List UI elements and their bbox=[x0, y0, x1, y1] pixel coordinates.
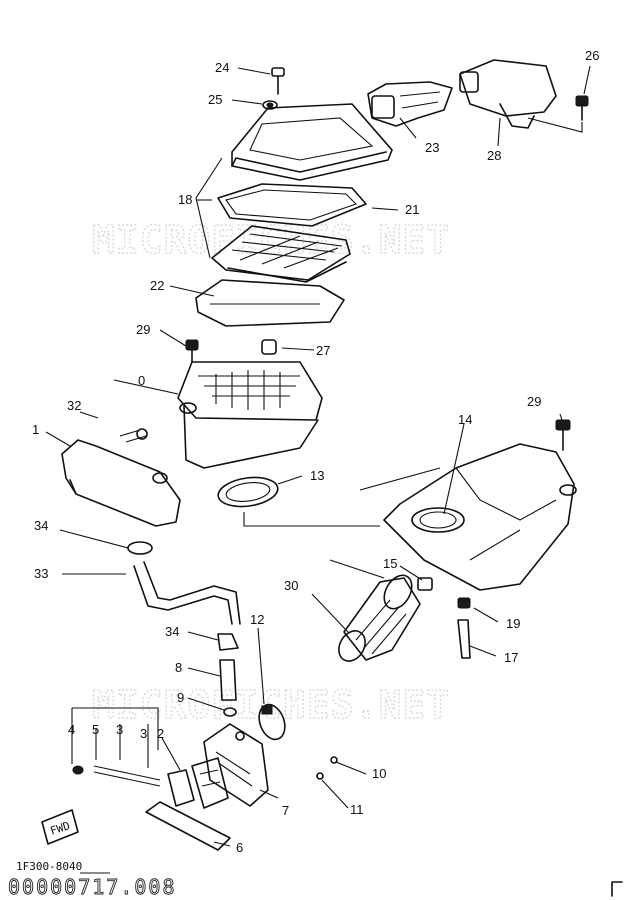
part-23-joint bbox=[367, 81, 453, 127]
part-code: 1F300-8040 bbox=[16, 860, 82, 873]
callout-23: 23 bbox=[425, 140, 439, 155]
part-30-carburetor-joint bbox=[338, 574, 421, 662]
part-21-seal bbox=[217, 183, 367, 227]
callout-1: 1 bbox=[32, 422, 39, 437]
part-8-pipe bbox=[219, 659, 237, 701]
part-27-grommet bbox=[261, 339, 277, 355]
callout-27: 27 bbox=[316, 343, 330, 358]
part-26-bolt bbox=[575, 95, 589, 121]
callout-33: 33 bbox=[34, 566, 48, 581]
callout-25: 25 bbox=[208, 92, 222, 107]
callout-9: 9 bbox=[177, 690, 184, 705]
callout-4: 4 bbox=[68, 722, 75, 737]
callout-12: 12 bbox=[250, 612, 264, 627]
callout-7: 7 bbox=[282, 803, 289, 818]
watermark-top: MICROFICHES.NET bbox=[92, 218, 450, 262]
part-9-clip bbox=[223, 707, 237, 717]
part-28-intake-duct bbox=[459, 59, 557, 129]
part-15-nut bbox=[417, 577, 433, 591]
part-6-gasket bbox=[145, 801, 231, 851]
callout-32: 32 bbox=[67, 398, 81, 413]
part-17-drain-hose bbox=[457, 619, 471, 659]
part-1-sub-tank bbox=[61, 428, 181, 527]
part-13-joint-band bbox=[217, 476, 279, 508]
callout-24: 24 bbox=[215, 60, 229, 75]
air-cleaner-case bbox=[177, 361, 323, 469]
part-4-screw bbox=[72, 765, 161, 787]
air-cleaner-cap bbox=[231, 103, 393, 181]
fwd-label: FWD bbox=[49, 819, 72, 838]
callout-labels: 24 25 23 26 28 18 21 22 29 27 0 32 1 14 … bbox=[32, 48, 599, 855]
part-19-collar bbox=[457, 597, 471, 609]
part-34-clamp-top bbox=[127, 541, 153, 555]
callout-29-right: 29 bbox=[527, 394, 541, 409]
callout-8: 8 bbox=[175, 660, 182, 675]
callout-29-left: 29 bbox=[136, 322, 150, 337]
callout-19: 19 bbox=[506, 616, 520, 631]
callout-11: 11 bbox=[350, 802, 364, 817]
part-24-bolt bbox=[271, 67, 285, 95]
callout-14: 14 bbox=[458, 412, 472, 427]
part-14-air-duct-case bbox=[383, 443, 577, 591]
callout-10: 10 bbox=[372, 766, 386, 781]
callout-28: 28 bbox=[487, 148, 501, 163]
part-12-hose-clamp bbox=[258, 703, 286, 741]
callout-18: 18 bbox=[178, 192, 192, 207]
callout-17: 17 bbox=[504, 650, 518, 665]
callout-2: 2 bbox=[157, 726, 164, 741]
callout-15: 15 bbox=[383, 556, 397, 571]
part-22-element bbox=[195, 279, 345, 327]
part-18-element-assembly bbox=[211, 225, 351, 283]
callout-3-second: 3 bbox=[140, 726, 147, 741]
callout-6: 6 bbox=[236, 840, 243, 855]
part-10-11-bolts bbox=[316, 756, 338, 780]
reference-code: 00000717.008 bbox=[8, 875, 177, 899]
callout-34-top: 34 bbox=[34, 518, 48, 533]
callout-3-first: 3 bbox=[116, 722, 123, 737]
part-33-hose bbox=[133, 561, 241, 625]
callout-26: 26 bbox=[585, 48, 599, 63]
fwd-marker: FWD bbox=[41, 809, 79, 845]
part-25-grommet bbox=[262, 100, 278, 110]
part-29-bolt-right bbox=[555, 419, 571, 451]
part-7-reed-valve bbox=[203, 723, 269, 807]
part-2-reed-plate bbox=[167, 757, 229, 809]
callout-13: 13 bbox=[310, 468, 324, 483]
callout-10-partial: 0 bbox=[138, 373, 145, 388]
callout-21: 21 bbox=[405, 202, 419, 217]
corner-mark bbox=[611, 881, 623, 897]
callout-22: 22 bbox=[150, 278, 164, 293]
part-29-bolt-left bbox=[185, 339, 199, 363]
part-34-clamp-bottom bbox=[217, 633, 239, 651]
callout-5: 5 bbox=[92, 722, 99, 737]
callout-34-bottom: 34 bbox=[165, 624, 179, 639]
callout-30: 30 bbox=[284, 578, 298, 593]
leader-lines bbox=[45, 65, 591, 847]
